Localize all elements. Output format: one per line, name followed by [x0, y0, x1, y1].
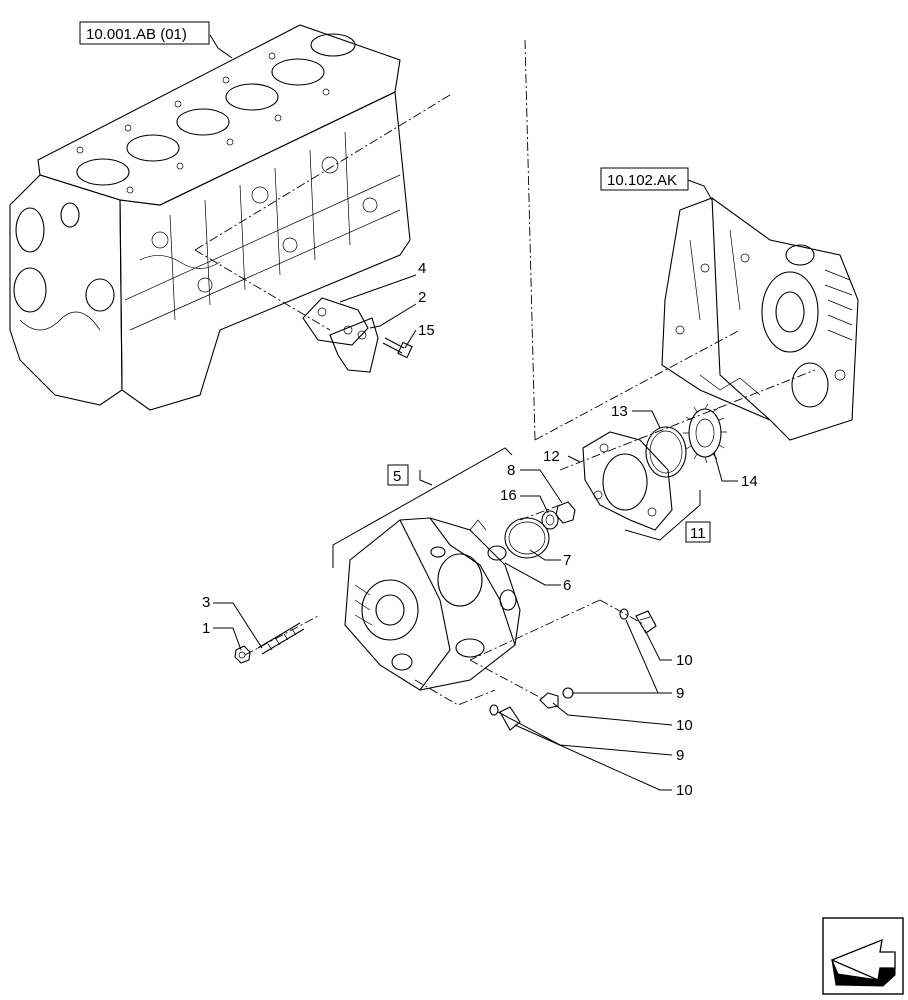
callout-7[interactable]: 7: [563, 552, 571, 569]
callout-2[interactable]: 2: [418, 289, 426, 306]
callout-14[interactable]: 14: [741, 473, 758, 490]
engine-block-drawing: [9, 24, 411, 411]
callout-3[interactable]: 3: [202, 594, 210, 611]
ref-label-front-cover: 10.102.AK: [607, 172, 677, 189]
assembly-label-11: 11: [690, 525, 706, 542]
callout-13[interactable]: 13: [611, 403, 628, 420]
fuel-pump-drawing: [344, 517, 521, 691]
callout-8[interactable]: 8: [507, 462, 515, 479]
callout-4[interactable]: 4: [418, 260, 426, 277]
bracket-gasket-parts: [302, 297, 413, 373]
ref-box-front-cover[interactable]: 10.102.AK: [600, 167, 689, 191]
callout-10-c[interactable]: 10: [676, 782, 693, 799]
assembly-box-11[interactable]: 11: [685, 521, 711, 543]
callout-15[interactable]: 15: [418, 322, 435, 339]
front-cover-drawing: [661, 197, 859, 441]
callout-6[interactable]: 6: [563, 577, 571, 594]
callout-1[interactable]: 1: [202, 620, 210, 637]
callout-leader-lines: [209, 34, 738, 791]
ref-label-engine-block: 10.001.AB (01): [86, 26, 187, 43]
assembly-box-5[interactable]: 5: [387, 464, 409, 486]
callout-numbers: 4 2 15 3 1 8 16 7 6 12 13 14 10 9 10 9 1…: [202, 260, 758, 799]
assembly-label-5: 5: [393, 468, 401, 485]
callout-10-b[interactable]: 10: [676, 717, 693, 734]
callout-9-b[interactable]: 9: [676, 747, 684, 764]
callout-10-a[interactable]: 10: [676, 652, 693, 669]
callout-9-a[interactable]: 9: [676, 685, 684, 702]
callout-12[interactable]: 12: [543, 448, 560, 465]
assembly-center-lines: [194, 39, 816, 706]
small-parts: [234, 403, 727, 731]
callout-16[interactable]: 16: [500, 487, 517, 504]
next-page-arrow-icon[interactable]: [822, 917, 904, 995]
ref-box-engine-block[interactable]: 10.001.AB (01): [79, 21, 210, 45]
